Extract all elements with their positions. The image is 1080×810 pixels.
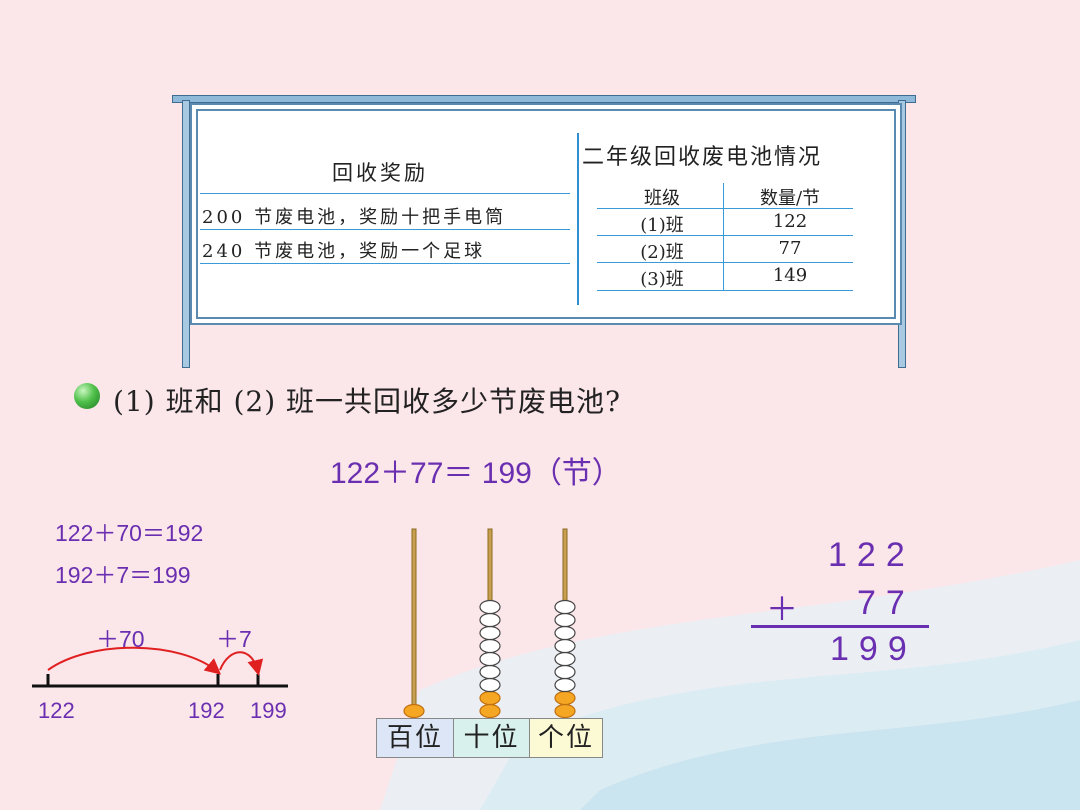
vertical-plus-sign: ＋ bbox=[766, 590, 809, 628]
stats-column-divider bbox=[723, 183, 724, 291]
abacus-bead-tens bbox=[479, 651, 501, 667]
stats-class-2: (2)班 bbox=[640, 242, 684, 263]
abacus-bead-ones bbox=[554, 703, 576, 719]
abacus-bead-tens bbox=[479, 677, 501, 693]
vertical-top-number: 122 bbox=[828, 536, 915, 574]
abacus-bead-tens bbox=[479, 690, 501, 706]
stats-header-count: 数量/节 bbox=[759, 188, 821, 209]
abacus bbox=[403, 528, 576, 719]
stats-count-1: 122 bbox=[772, 211, 808, 232]
column-ones: 个位 bbox=[529, 718, 603, 758]
vertical-result: 199 bbox=[830, 630, 917, 668]
abacus-bead-ones bbox=[554, 612, 576, 628]
number-line-label-192: 192 bbox=[188, 698, 225, 723]
number-line bbox=[32, 646, 288, 688]
bulletin-board: 回收奖励 200 节废电池，奖励十把手电筒 240 节废电池，奖励一个足球 二年… bbox=[190, 103, 902, 325]
abacus-bead-ones bbox=[554, 677, 576, 693]
stats-count-2: 77 bbox=[778, 238, 802, 259]
number-line-label-199: 199 bbox=[250, 698, 287, 723]
abacus-bead-tens bbox=[479, 638, 501, 654]
stats-line bbox=[597, 235, 853, 236]
abacus-bead-ones bbox=[554, 625, 576, 641]
reward-row-2: 240 节废电池，奖励一个足球 bbox=[202, 241, 486, 262]
abacus-bead-ones bbox=[554, 599, 576, 615]
vertical-sum-line bbox=[751, 625, 929, 628]
reward-line bbox=[200, 229, 570, 230]
reward-title: 回收奖励 bbox=[332, 161, 428, 185]
step-equation-2: 192＋7＝199 bbox=[55, 562, 191, 588]
main-equation: 122＋77＝ 199（节） bbox=[330, 448, 622, 492]
column-hundreds: 百位 bbox=[376, 718, 454, 758]
abacus-bead-tens bbox=[479, 703, 501, 719]
board-left-leg bbox=[182, 100, 190, 368]
abacus-bead-ones bbox=[554, 690, 576, 706]
abacus-rod-hundreds bbox=[411, 528, 417, 716]
stats-count-3: 149 bbox=[772, 265, 808, 286]
abacus-bead-tens bbox=[479, 664, 501, 680]
stats-header-class: 班级 bbox=[644, 188, 680, 209]
question-text: (1) 班和 (2) 班一共回收多少节废电池? bbox=[113, 385, 622, 418]
abacus-bead-hundreds bbox=[403, 703, 425, 719]
abacus-bead-tens bbox=[479, 599, 501, 615]
stats-line bbox=[597, 208, 853, 209]
green-bullet-icon bbox=[74, 383, 100, 409]
vertical-bottom-number: 77 bbox=[857, 584, 915, 622]
stats-title: 二年级回收废电池情况 bbox=[582, 145, 823, 170]
equation-expression: 122＋77＝ 199 bbox=[330, 457, 532, 490]
board-divider bbox=[577, 133, 579, 305]
number-line-label-122: 122 bbox=[38, 698, 75, 723]
reward-row-1: 200 节废电池，奖励十把手电筒 bbox=[202, 207, 507, 228]
jump-label-7: ＋7 bbox=[216, 626, 252, 652]
stats-line bbox=[597, 262, 853, 263]
abacus-bead-tens bbox=[479, 612, 501, 628]
step-equation-1: 122＋70＝192 bbox=[55, 520, 204, 546]
equation-unit: （节） bbox=[531, 456, 622, 491]
abacus-bead-ones bbox=[554, 651, 576, 667]
stats-line bbox=[597, 290, 853, 291]
column-tens: 十位 bbox=[453, 718, 530, 758]
abacus-bead-ones bbox=[554, 664, 576, 680]
stats-class-1: (1)班 bbox=[640, 215, 684, 236]
reward-line bbox=[200, 193, 570, 194]
reward-line bbox=[200, 263, 570, 264]
abacus-bead-tens bbox=[479, 625, 501, 641]
abacus-bead-ones bbox=[554, 638, 576, 654]
board-top-bar bbox=[172, 95, 916, 103]
stats-class-3: (3)班 bbox=[640, 269, 684, 290]
